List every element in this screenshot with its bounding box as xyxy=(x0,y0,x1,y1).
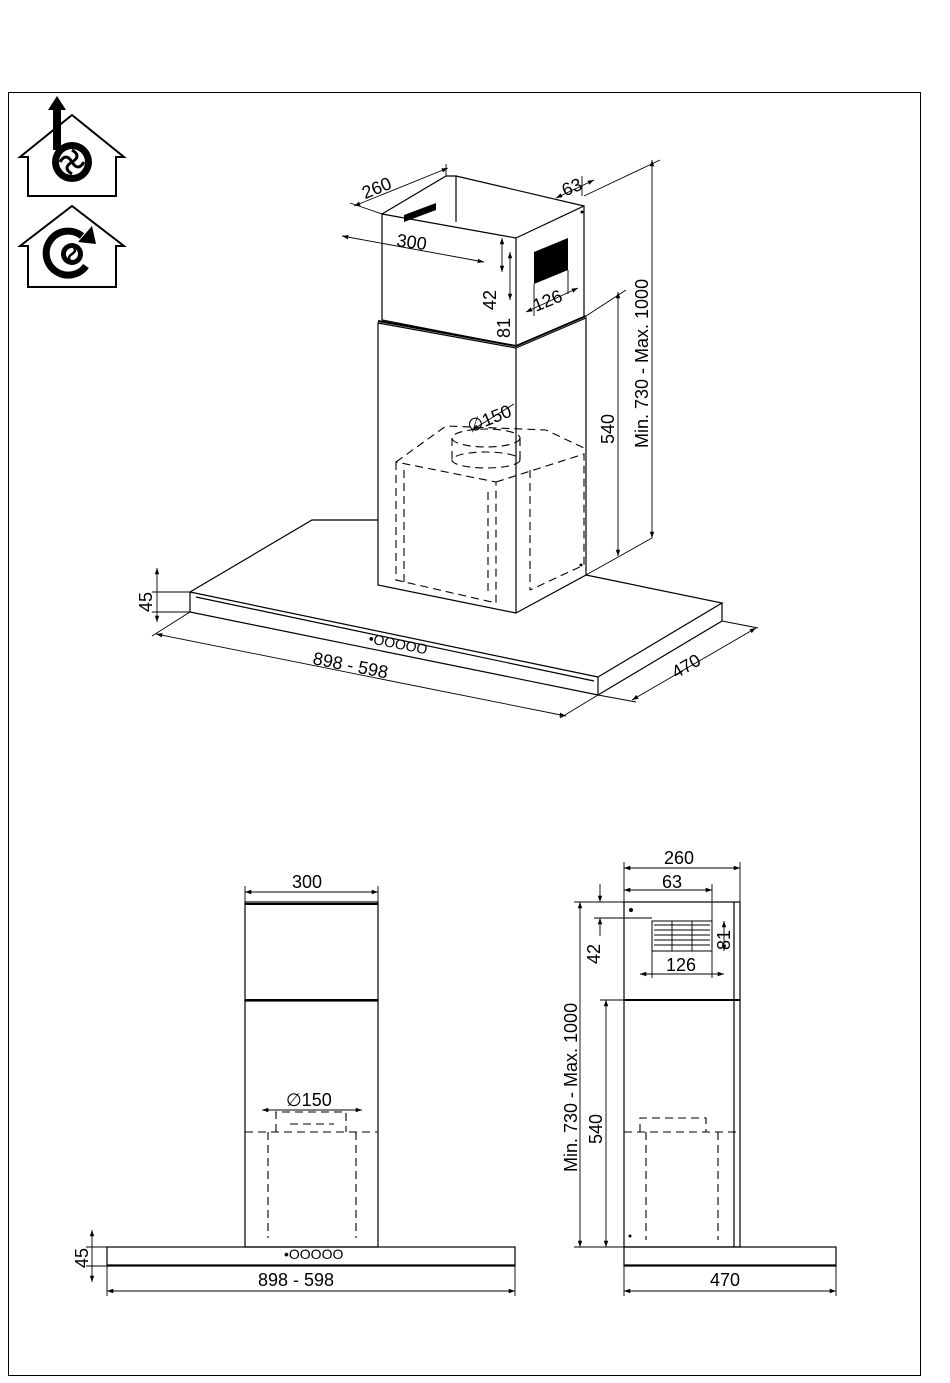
dim-side-lower-chimney: 540 xyxy=(586,1114,606,1144)
dim-iso-height-range: Min. 730 - Max. 1000 xyxy=(632,279,652,448)
dim-iso-vent-top: 42 xyxy=(480,290,500,310)
vent-grille xyxy=(534,238,568,284)
dim-side-height-range: Min. 730 - Max. 1000 xyxy=(561,1003,581,1172)
dim-front-hood-width: 898 - 598 xyxy=(258,1270,334,1290)
dim-iso-hood-depth: 470 xyxy=(668,650,704,682)
front-control-panel: •OOOOO xyxy=(284,1246,343,1262)
dim-front-hood-thickness: 45 xyxy=(72,1248,92,1268)
dim-iso-chimney-width: 300 xyxy=(395,230,428,254)
dim-front-duct-diameter: ∅150 xyxy=(286,1090,332,1110)
dim-side-vent-width: 126 xyxy=(666,955,696,975)
dim-iso-chimney-depth: 260 xyxy=(359,173,394,203)
dim-side-vent-offset: 63 xyxy=(662,872,682,892)
side-view: 260 63 42 81 126 Min. 730 - Max. 1000 54… xyxy=(561,848,836,1296)
side-vent-grille xyxy=(652,921,712,951)
isometric-view: •OOOOO 260 300 xyxy=(136,160,758,718)
front-view: •OOOOO 300 ∅150 45 898 - 598 xyxy=(72,872,515,1296)
dim-side-vent-top: 42 xyxy=(584,944,604,964)
dim-iso-vent-height: 81 xyxy=(494,318,514,338)
control-panel: •OOOOO xyxy=(367,630,428,657)
dim-iso-hood-width: 898 - 598 xyxy=(311,648,389,682)
dim-iso-lower-chimney: 540 xyxy=(598,414,618,444)
dim-side-vent-height: 81 xyxy=(714,930,734,950)
dim-front-chimney-width: 300 xyxy=(292,872,322,892)
dim-side-hood-depth: 470 xyxy=(710,1270,740,1290)
dim-side-chimney-depth: 260 xyxy=(664,848,694,868)
dim-iso-vent-offset: 63 xyxy=(559,174,585,200)
dim-iso-vent-width: 126 xyxy=(530,286,565,316)
recirculating-house-icon xyxy=(20,206,124,287)
dim-iso-hood-thickness: 45 xyxy=(136,592,156,612)
ducted-extraction-house-icon xyxy=(20,96,124,196)
